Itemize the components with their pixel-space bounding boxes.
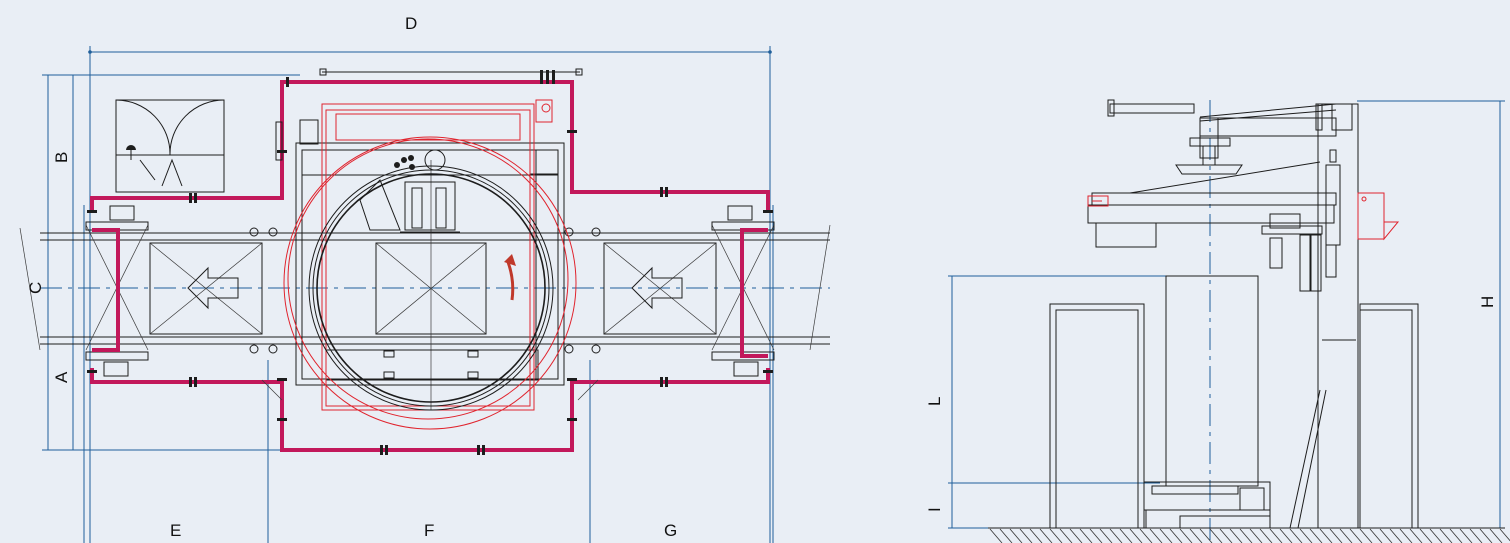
floor-hatch-line bbox=[1469, 528, 1483, 543]
side-conveyor bbox=[1143, 481, 1271, 529]
plan-view: D B C A E F G bbox=[19, 14, 831, 543]
pallet-left bbox=[149, 242, 263, 335]
floor-hatch-line bbox=[1019, 528, 1033, 543]
floor-hatch-line bbox=[1079, 528, 1093, 543]
floor-hatch-line bbox=[999, 528, 1013, 543]
conveyor-track bbox=[19, 224, 831, 351]
floor-hatch-line bbox=[1149, 528, 1163, 543]
floor-hatch-line bbox=[1459, 528, 1473, 543]
door-swing-symbol bbox=[115, 99, 225, 193]
floor-hatch-line bbox=[1359, 528, 1373, 543]
floor-hatch-line bbox=[1319, 528, 1333, 543]
side-view: H L I bbox=[925, 99, 1510, 543]
floor-hatch-line bbox=[1219, 528, 1233, 543]
floor-hatch-line bbox=[1499, 528, 1510, 542]
floor-hatch-line bbox=[1239, 528, 1253, 543]
floor-hatch-line bbox=[1179, 528, 1193, 543]
frame-braces bbox=[261, 379, 599, 401]
pallet-center bbox=[375, 160, 487, 410]
dim-label-e: E bbox=[170, 521, 181, 540]
floor-hatch-line bbox=[1159, 528, 1173, 543]
floor-hatch-line bbox=[1049, 528, 1063, 543]
floor-hatch-line bbox=[1249, 528, 1263, 543]
plan-dimension-lines bbox=[42, 46, 774, 543]
floor-hatch-line bbox=[1139, 528, 1153, 543]
dim-label-b: B bbox=[52, 152, 71, 163]
floor-hatch-line bbox=[1439, 528, 1453, 543]
floor-hatch-line bbox=[1419, 528, 1433, 543]
floor-hatch-line bbox=[1099, 528, 1113, 543]
dim-label-a: A bbox=[52, 371, 71, 383]
floor-hatch-line bbox=[1369, 528, 1383, 543]
dim-label-i: I bbox=[925, 507, 944, 512]
floor-hatch-line bbox=[1399, 528, 1413, 543]
dim-label-g: G bbox=[664, 521, 677, 540]
floor-hatch-line bbox=[1209, 528, 1223, 543]
floor bbox=[988, 527, 1510, 543]
side-wrapper-platform bbox=[1087, 161, 1400, 292]
floor-hatch-line bbox=[1309, 528, 1323, 543]
rotating-ring bbox=[308, 165, 554, 411]
floor-hatch-line bbox=[1279, 528, 1293, 543]
floor-hatch-line bbox=[1489, 528, 1503, 543]
floor-hatch-line bbox=[1169, 528, 1183, 543]
dim-label-h: H bbox=[1478, 296, 1497, 308]
pallet-right bbox=[603, 242, 717, 335]
side-upper-arm bbox=[1107, 99, 1353, 175]
floor-hatch-line bbox=[1429, 528, 1443, 543]
dim-label-d: D bbox=[405, 14, 417, 33]
floor-hatch-line bbox=[1349, 528, 1363, 543]
side-dimension-lines bbox=[948, 100, 1505, 543]
dim-label-l: L bbox=[925, 397, 944, 406]
ring-mounts bbox=[383, 350, 479, 379]
floor-hatch-line bbox=[1479, 528, 1493, 543]
floor-hatch-line bbox=[1069, 528, 1083, 543]
floor-hatch-line bbox=[989, 528, 1003, 543]
floor-hatch-line bbox=[1189, 528, 1203, 543]
film-carriage bbox=[359, 149, 460, 233]
floor-hatch-line bbox=[1339, 528, 1353, 543]
floor-hatch-line bbox=[1269, 528, 1283, 543]
wrapper-frame bbox=[275, 119, 565, 386]
floor-hatch-line bbox=[1039, 528, 1053, 543]
floor-hatch-line bbox=[1289, 528, 1303, 543]
floor-hatch-line bbox=[1229, 528, 1243, 543]
dim-label-f: F bbox=[424, 521, 434, 540]
floor-hatch-line bbox=[1109, 528, 1123, 543]
side-column bbox=[1289, 103, 1359, 529]
floor-hatch-line bbox=[1199, 528, 1213, 543]
floor-hatch-line bbox=[1119, 528, 1133, 543]
floor-hatch-line bbox=[1329, 528, 1343, 543]
floor-hatch-line bbox=[1009, 528, 1023, 543]
floor-hatch-line bbox=[1029, 528, 1043, 543]
floor-hatch-line bbox=[1449, 528, 1463, 543]
floor-hatch-line bbox=[1259, 528, 1273, 543]
floor-hatch-line bbox=[1409, 528, 1423, 543]
floor-hatch-line bbox=[1059, 528, 1073, 543]
conveyor-rollers bbox=[249, 227, 601, 354]
floor-hatch-line bbox=[1389, 528, 1403, 543]
side-pallet-loads bbox=[1049, 275, 1419, 529]
dim-label-c: C bbox=[26, 282, 45, 294]
floor-hatch-line bbox=[1089, 528, 1103, 543]
floor-hatch-line bbox=[1129, 528, 1143, 543]
safety-fence bbox=[87, 68, 773, 455]
floor-hatch-line bbox=[1379, 528, 1393, 543]
floor-hatch-line bbox=[1299, 528, 1313, 543]
